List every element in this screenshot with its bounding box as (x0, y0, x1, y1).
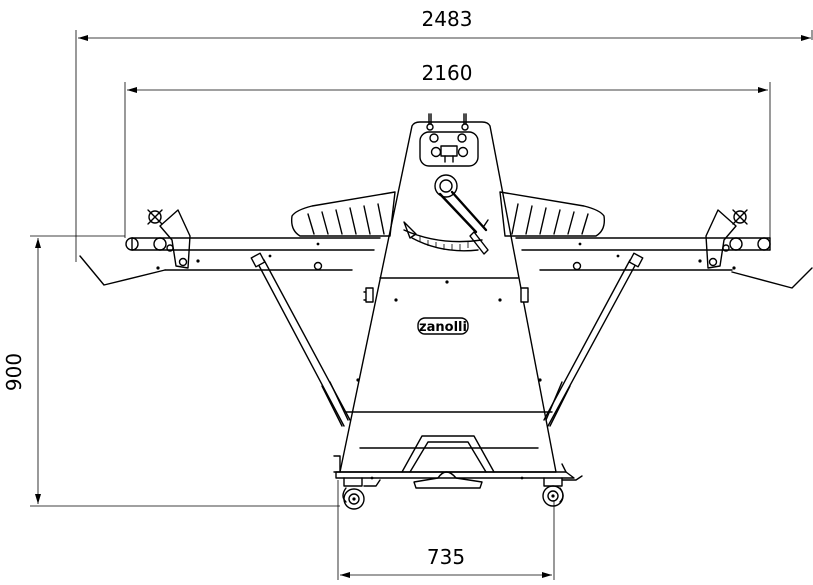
left-hinge-bracket (147, 209, 191, 269)
dimension-label-table-width: 2160 (422, 61, 473, 85)
dimension-label-height: 900 (2, 353, 26, 391)
control-knob-left (426, 113, 434, 131)
left-flour-guard (290, 191, 396, 237)
thickness-scale (403, 221, 483, 252)
machine-frame (339, 121, 557, 473)
control-knob-right (461, 113, 469, 131)
right-support-leg (543, 252, 644, 427)
right-conveyor-table (515, 237, 771, 271)
base-frame (333, 455, 575, 479)
foot-pedal (370, 471, 524, 489)
base-opening (401, 435, 495, 473)
right-caster-wheel (542, 475, 583, 507)
right-flour-guard (499, 191, 606, 237)
dimension-height: 900 (2, 235, 340, 507)
dimension-label-overall-width: 2483 (422, 7, 473, 31)
control-panel (419, 131, 479, 167)
dimension-overall-width: 2483 (75, 7, 813, 262)
brand-logo-text: zanolli (419, 320, 467, 335)
brand-logo: zanolli (417, 317, 469, 335)
right-catch-tray (731, 267, 813, 289)
dimension-table-width: 2160 (124, 61, 771, 238)
dimension-label-base-width: 735 (427, 545, 465, 569)
dimension-base-width: 735 (337, 480, 555, 580)
left-caster-wheel (342, 477, 381, 510)
right-hinge-bracket (705, 209, 748, 269)
left-catch-tray (79, 255, 166, 286)
left-conveyor-table (125, 237, 381, 271)
left-support-leg (250, 252, 351, 427)
roller-adjustment-lever (434, 174, 489, 255)
